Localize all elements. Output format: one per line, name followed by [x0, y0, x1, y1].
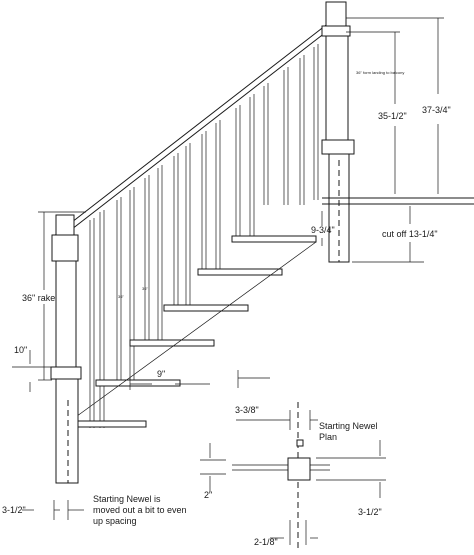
label-tiny-note: 36" form landing to balcony: [356, 70, 404, 75]
label-gap-upper: 9-3/4": [311, 225, 335, 235]
upper-newel: [321, 1, 355, 263]
label-plan-title-1: Starting Newel: [319, 421, 378, 431]
handrail: [53, 21, 331, 244]
starting-newel: [50, 214, 82, 484]
label-tread-run: 9": [157, 369, 165, 379]
label-start-note-3: up spacing: [93, 516, 137, 526]
stringer-line: [61, 241, 317, 428]
label-start-note-1: Starting Newel is: [93, 494, 161, 504]
label-upper-newel-total: 37-3/4": [422, 105, 451, 115]
label-plan-left-dim: 2": [204, 490, 212, 500]
label-rake: 36" rake: [22, 293, 55, 303]
label-baluster-2: 36": [142, 286, 148, 291]
label-plan-top-dim: 3-3/8": [235, 405, 259, 415]
label-plan-title-2: Plan: [319, 432, 337, 442]
label-plan-right-dim: 3-1/2": [358, 507, 382, 517]
label-cut-off: cut off 13-1/4": [382, 229, 438, 239]
treads: [61, 235, 317, 428]
label-start-block: 10": [14, 345, 27, 355]
dim-upper-newel: [321, 17, 444, 263]
dimension-labels: 37-3/4" 35-1/2" cut off 13-1/4" 9-3/4" 3…: [2, 70, 451, 547]
label-baluster-1: 36": [118, 294, 124, 299]
dim-start-newel: [12, 211, 270, 520]
label-upper-newel-mid: 35-1/2": [378, 111, 407, 121]
balcony-floor: [322, 197, 474, 205]
label-start-offset: 3-1/2": [2, 505, 26, 515]
label-start-note-2: moved out a bit to even: [93, 505, 187, 515]
label-plan-bottom-dim: 2-1/8": [254, 537, 278, 547]
newel-plan-view: [200, 402, 386, 548]
balusters: [89, 44, 319, 428]
